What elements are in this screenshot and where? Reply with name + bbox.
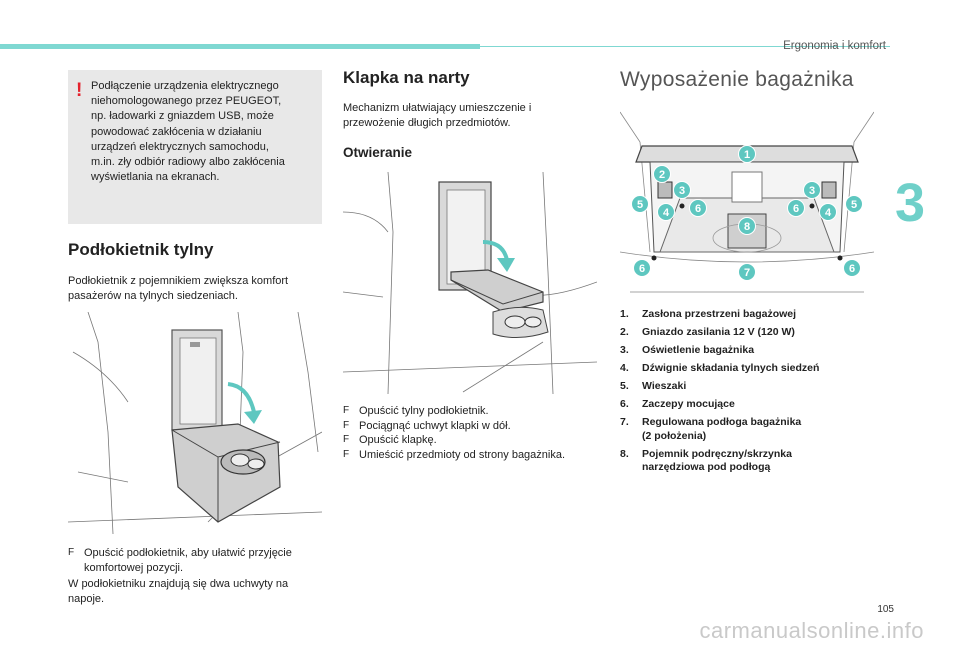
callout-circle [631, 195, 649, 213]
step-marker-icon: F [68, 547, 75, 558]
callout-circle [845, 195, 863, 213]
legend-number: 6. [620, 398, 629, 410]
armrest-note: W podłokietniku znajdują się dwa uchwyty… [68, 578, 289, 605]
callout-circle [738, 145, 756, 163]
callout-circle [819, 203, 837, 221]
callout-circle [673, 181, 691, 199]
armrest-drawing [67, 311, 323, 535]
legend-item: 1. Zasłona przestrzeni bagażowej [620, 308, 880, 322]
armrest-step-text: Opuścić podłokietnik, aby ułatwić przyję… [84, 547, 292, 574]
ski-hatch-illustration [342, 171, 598, 395]
armrest-steps: F Opuścić podłokietnik, aby ułatwić przy… [68, 546, 328, 575]
step-marker-icon: F [343, 419, 350, 431]
legend-number: 4. [620, 362, 629, 374]
page-number: 105 [877, 604, 894, 615]
armrest-step: F Opuścić podłokietnik, aby ułatwić przy… [68, 546, 328, 575]
legend-item: 8. Pojemnik podręczny/skrzynka narzędziow… [620, 448, 880, 475]
callout-circle [803, 181, 821, 199]
legend-item: 6. Zaczepy mocujące [620, 398, 880, 412]
legend-number: 7. [620, 416, 629, 428]
ski-hatch-step: F Opuścić klapkę. [343, 433, 603, 448]
header-section-title: Ergonomia i komfort [783, 40, 886, 52]
legend-number: 1. [620, 308, 629, 320]
callout-circle [689, 199, 707, 217]
ski-hatch-step-text: Opuścić klapkę. [359, 434, 437, 446]
legend-label: Zaczepy mocujące [642, 398, 735, 410]
legend-number: 2. [620, 326, 629, 338]
callout-label: 6 [695, 203, 701, 215]
warning-text: Podłączenie urządzenia elektrycznego nie… [91, 80, 285, 184]
warning-box: ! Podłączenie urządzenia elektrycznego n… [68, 70, 322, 224]
callout-label: 7 [744, 267, 750, 279]
ski-hatch-intro: Mechanizm ułatwiający umieszczenie i prz… [343, 102, 532, 130]
armrest-heading: Podłokietnik tylny [68, 240, 214, 259]
callout-label: 3 [679, 185, 685, 197]
legend-item: 2. Gniazdo zasilania 12 V (120 W) [620, 326, 880, 340]
header-rule [480, 46, 890, 47]
callout-label: 4 [663, 207, 670, 219]
callout-label: 1 [744, 149, 750, 161]
callout-circle [738, 263, 756, 281]
ski-hatch-step: F Umieścić przedmioty od strony bagażnika… [343, 448, 603, 463]
watermark: carmanualsonline.info [699, 618, 924, 643]
callout-circle [633, 259, 651, 277]
callout-label: 8 [744, 221, 750, 233]
callout-circle [787, 199, 805, 217]
armrest-illustration [67, 311, 323, 535]
ski-hatch-step-text: Opuścić tylny podłokietnik. [359, 405, 489, 417]
callout-label: 4 [825, 207, 832, 219]
legend-label: Gniazdo zasilania 12 V (120 W) [642, 326, 795, 338]
legend-item: 4. Dźwignie składania tylnych siedzeń [620, 362, 880, 376]
warning-icon: ! [76, 80, 83, 101]
callout-circle [738, 217, 756, 235]
legend-label: Regulowana podłoga bagażnika (2 położeni… [642, 416, 802, 442]
legend-item: 5. Wieszaki [620, 380, 880, 394]
callout-circle [657, 203, 675, 221]
ski-hatch-step: F Pociągnąć uchwyt klapki w dół. [343, 419, 603, 434]
ski-hatch-steps: F Opuścić tylny podłokietnik. F Pociągnąć … [343, 404, 603, 462]
legend-label: Oświetlenie bagażnika [642, 344, 755, 356]
callout-label: 3 [809, 185, 815, 197]
callout-label: 5 [637, 199, 643, 211]
boot-equipment-heading: Wyposażenie bagażnika [620, 68, 854, 91]
step-marker-icon: F [343, 434, 350, 445]
ski-hatch-drawing [342, 171, 598, 395]
legend-number: 5. [620, 380, 629, 392]
ski-hatch-step: F Opuścić tylny podłokietnik. [343, 404, 603, 419]
legend-label: Pojemnik podręczny/skrzynka narzędziowa … [642, 447, 792, 474]
step-marker-icon: F [343, 405, 350, 416]
step-marker-icon: F [343, 448, 350, 460]
boot-equipment-legend: 1. Zasłona przestrzeni bagażowej 2. Gniazd… [620, 308, 880, 479]
callout-label: 6 [849, 263, 855, 275]
callout-circle [653, 165, 671, 183]
armrest-intro: Podłokietnik z pojemnikiem zwiększa komf… [68, 275, 289, 303]
callout-label: 6 [639, 263, 645, 275]
chapter-number: 3 [895, 173, 926, 233]
callout-label: 5 [851, 199, 857, 211]
legend-label: Dźwignie składania tylnych siedzeń [642, 362, 820, 374]
legend-label: Zasłona przestrzeni bagażowej [642, 308, 797, 320]
legend-item: 3. Oświetlenie bagażnika [620, 344, 880, 358]
callout-label: 6 [793, 203, 799, 215]
callout-circle [843, 259, 861, 277]
legend-item: 7. Regulowana podłoga bagażnika (2 położe… [620, 416, 880, 443]
ski-hatch-step-text: Umieścić przedmioty od strony bagażnika. [359, 448, 566, 461]
ski-hatch-step-text: Pociągnąć uchwyt klapki w dół. [359, 419, 511, 432]
legend-label: Wieszaki [642, 380, 687, 392]
ski-hatch-heading: Klapka na narty [343, 68, 470, 87]
ski-hatch-subheading: Otwieranie [343, 145, 413, 160]
header-accent-bar [0, 44, 480, 49]
legend-number: 3. [620, 344, 629, 356]
legend-number: 8. [620, 447, 629, 460]
callout-label: 2 [659, 169, 665, 181]
